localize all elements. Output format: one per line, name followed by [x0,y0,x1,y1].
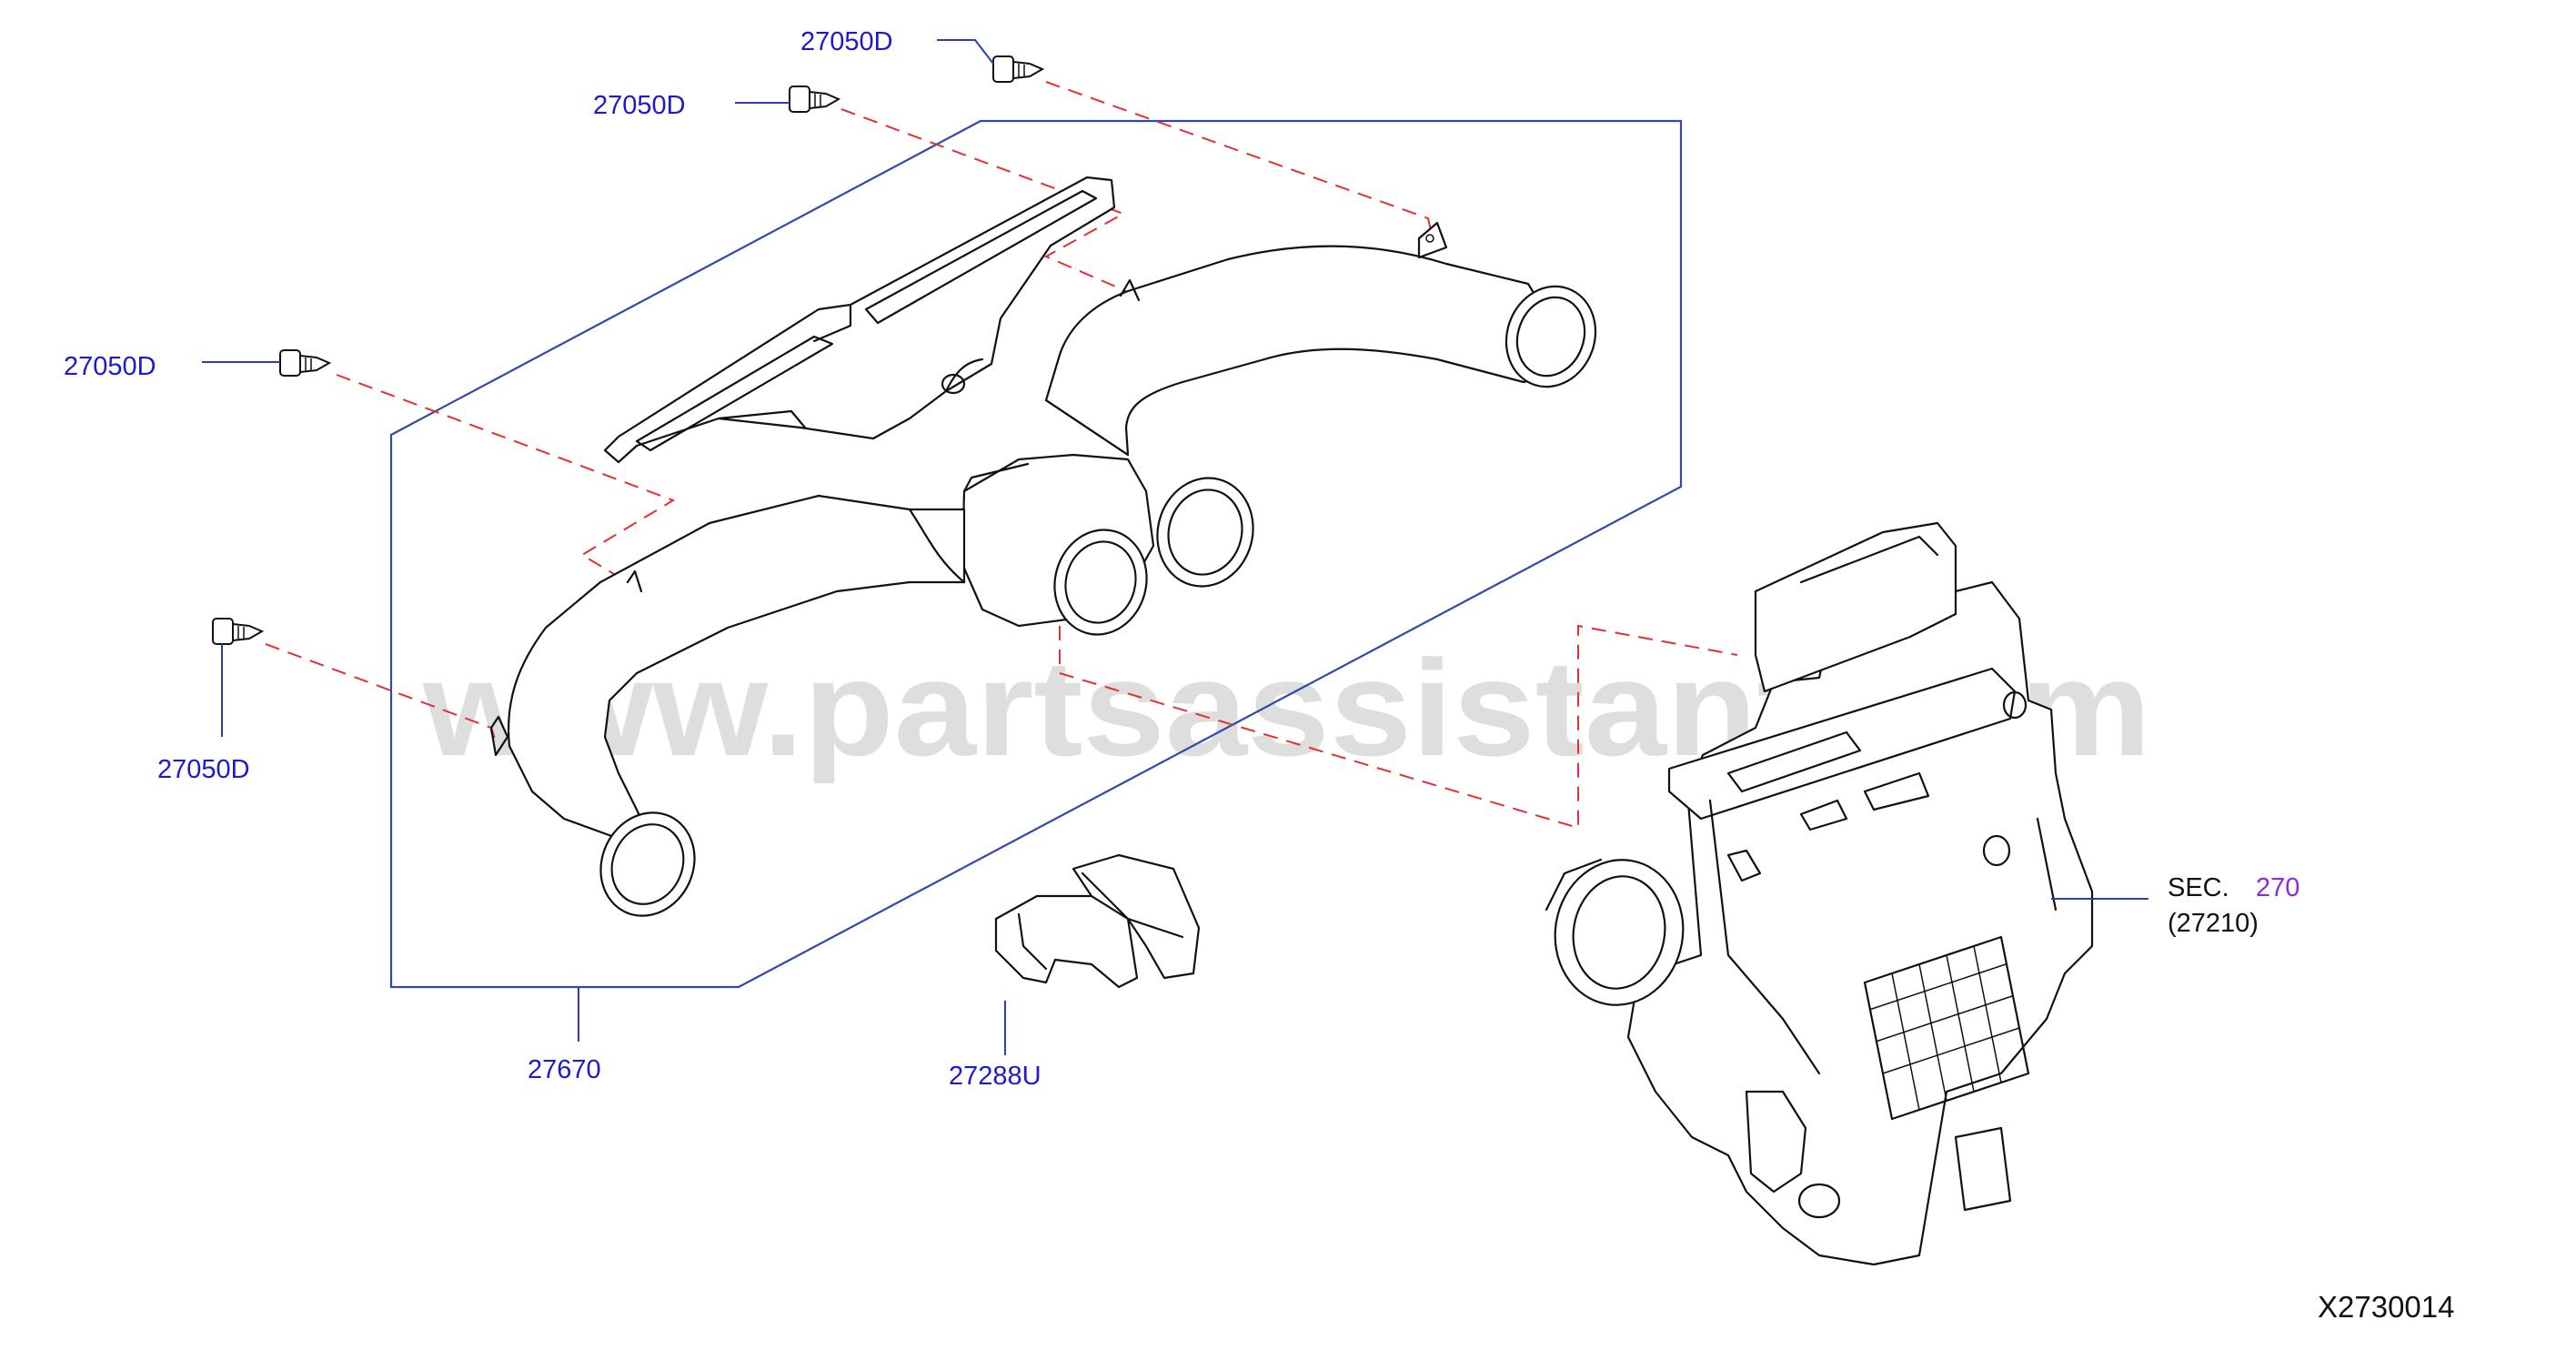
clip-top-right-leader [937,39,994,65]
section-ref-link[interactable]: 270 [2256,873,2299,902]
clip-top-left[interactable] [789,86,841,113]
diagram-id: X2730014 [2318,1290,2454,1324]
heater-louver-grid [1863,935,2030,1121]
clip-mid-left-label[interactable]: 27050D [64,352,156,381]
section-ref-part: (27210) [2168,909,2259,938]
clip-mid-left[interactable] [279,349,332,377]
duct-connector[interactable] [994,853,1201,989]
duct-connector-label[interactable]: 27288U [949,1062,1041,1091]
clip-top-right[interactable] [992,55,1045,83]
clip-lower-left-label[interactable]: 27050D [157,755,250,784]
clip-top-right-label[interactable]: 27050D [800,27,893,56]
clip-lower-left[interactable] [212,618,265,645]
duct-assembly[interactable] [489,176,1609,932]
alignment-guides [265,81,1738,830]
assembly-frame [389,119,1683,989]
section-ref-prefix: SEC. [2168,873,2229,902]
heater-unit[interactable] [1544,521,2094,1266]
clip-top-left-label[interactable]: 27050D [593,91,686,120]
duct-assembly-label[interactable]: 27670 [528,1055,601,1084]
